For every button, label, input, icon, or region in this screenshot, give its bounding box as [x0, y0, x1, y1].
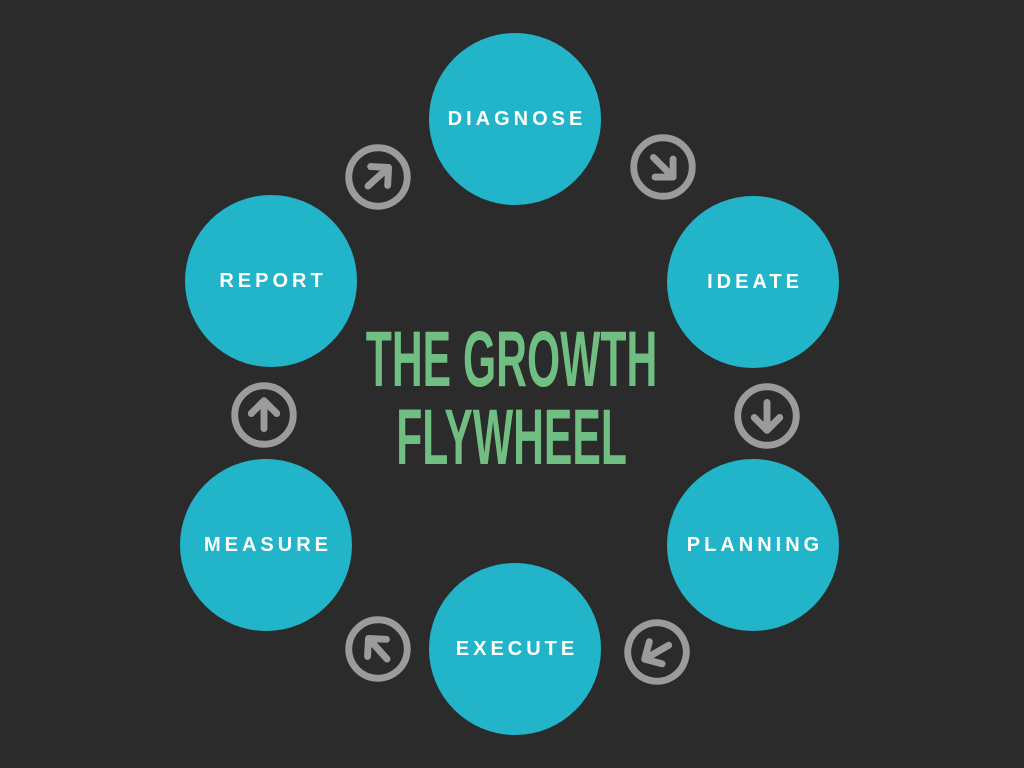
node-report-label: REPORT: [219, 269, 327, 292]
arrow-execute-to-measure: [327, 598, 429, 700]
arrow-down-right-icon: [630, 134, 696, 200]
diagram-title-line1: THE GROWTH: [365, 314, 658, 403]
diagram-title-line2: FLYWHEEL: [396, 392, 627, 481]
node-diagnose-label: DIAGNOSE: [447, 107, 587, 130]
arrow-measure-to-report: [228, 379, 300, 451]
node-report: REPORT: [185, 195, 357, 367]
node-measure: MEASURE: [180, 459, 352, 631]
node-planning-label: PLANNING: [686, 533, 824, 556]
arrow-planning-to-execute: [608, 603, 706, 701]
arrow-down-icon: [734, 383, 800, 449]
arrow-up-icon: [231, 382, 297, 448]
node-planning: PLANNING: [667, 459, 839, 631]
node-diagnose: DIAGNOSE: [429, 33, 601, 205]
arrow-up-left-icon: [345, 616, 411, 682]
arrow-up-right-icon: [345, 144, 411, 210]
arrow-report-to-diagnose: [327, 126, 429, 228]
node-execute-label: EXECUTE: [455, 637, 579, 660]
arrow-ideate-to-planning: [731, 380, 803, 452]
arrow-diagnose-to-ideate: [612, 116, 714, 218]
node-measure-label: MEASURE: [203, 533, 332, 556]
arrow-down-left-icon: [624, 619, 690, 685]
node-ideate-label: IDEATE: [707, 270, 803, 293]
diagram-title: THE GROWTH FLYWHEEL: [235, 314, 788, 481]
node-ideate: IDEATE: [667, 196, 839, 368]
node-execute: EXECUTE: [429, 563, 601, 735]
